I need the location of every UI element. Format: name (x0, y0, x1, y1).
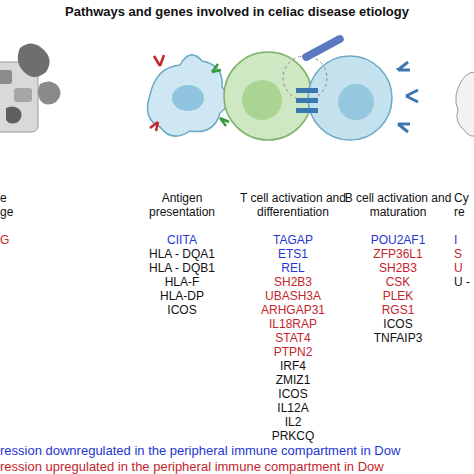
receptor (154, 55, 164, 66)
antibody (398, 124, 410, 132)
synapse-outline (283, 56, 327, 100)
damage-fragment (6, 106, 22, 123)
gene-name: TNFAIP3 (334, 331, 462, 345)
receptor (150, 122, 158, 131)
gene-name: ETS1 (229, 247, 357, 261)
gene-name: PLEK (334, 289, 462, 303)
gene-name: UBASH3A (229, 289, 357, 303)
t-b-cell-illustration (224, 34, 418, 140)
legend-row: ression downregulated in the peripheral … (0, 443, 400, 458)
gene-name: IRF4 (229, 359, 357, 373)
column-heading: B cell activation and maturation (334, 191, 462, 219)
cell-body (148, 55, 229, 136)
gene-name: PTPN2 (229, 345, 357, 359)
cell-nucleus (172, 85, 204, 111)
damage-fragment (38, 81, 61, 104)
column-heading: Cy re (454, 191, 474, 219)
gene-name: CSK (334, 275, 462, 289)
gene-name: CIITA (137, 233, 227, 247)
tissue-illustration (0, 43, 61, 132)
antibody (406, 90, 418, 102)
gene-name: I (454, 233, 474, 247)
gene-name: ICOS (229, 387, 357, 401)
receptor-pair (296, 98, 318, 103)
tissue-cell (14, 88, 32, 102)
gene-name: REL (229, 261, 357, 275)
gene-name: ZFP36L1 (334, 247, 462, 261)
gene-name: IL18RAP (229, 317, 357, 331)
gene-name: IL12A (229, 401, 357, 415)
gene-name: RGS1 (334, 303, 462, 317)
gene-name: SH2B3 (334, 261, 462, 275)
cytokine-illustration (456, 72, 474, 136)
gene-name: HLA-DP (137, 289, 227, 303)
t-cell-nucleus (242, 80, 282, 120)
receptor (212, 64, 221, 72)
figure-title: Pathways and genes involved in celiac di… (0, 4, 474, 19)
legend-text: ression upregulated in the peripheral im… (0, 459, 384, 474)
gene-name: ICOS (334, 317, 462, 331)
column-heading: T cell activation and differentiation (229, 191, 357, 219)
gene-name: TAGAP (229, 233, 357, 247)
gene-name: SH2B3 (229, 275, 357, 289)
gene-name: HLA - DQA1 (137, 247, 227, 261)
gene-name: S (454, 247, 474, 261)
legend-text: ression downregulated in the peripheral … (0, 443, 400, 458)
antigen-presenting-cell (148, 55, 229, 136)
receptor (220, 118, 229, 126)
gene-name: G (0, 233, 18, 247)
gene-name: IL2 (229, 415, 357, 429)
tissue-cell (0, 70, 12, 84)
column-heading: Antigen presentation (137, 191, 227, 219)
b-cell (308, 56, 392, 140)
gene-name: HLA - DQB1 (137, 261, 227, 275)
gene-name: HLA-F (137, 275, 227, 289)
gene-name: U - (454, 275, 474, 289)
gene-name: PRKCQ (229, 429, 357, 443)
receptor-pair (296, 88, 318, 93)
gene-name: STAT4 (229, 331, 357, 345)
t-cell (224, 52, 312, 140)
gene-name: ARHGAP31 (229, 303, 357, 317)
gene-name: U (454, 261, 474, 275)
gene-name: ZMIZ1 (229, 373, 357, 387)
legend-row: ression upregulated in the peripheral im… (0, 459, 384, 474)
gene-name: POU2AF1 (334, 233, 462, 247)
column-heading: e ge (0, 191, 18, 219)
receptor-pair (296, 108, 318, 113)
antigen-rod (301, 34, 345, 63)
antibody (398, 62, 410, 70)
b-cell-nucleus (338, 84, 374, 120)
gene-name: ICOS (137, 303, 227, 317)
damage-fragment (18, 43, 50, 77)
